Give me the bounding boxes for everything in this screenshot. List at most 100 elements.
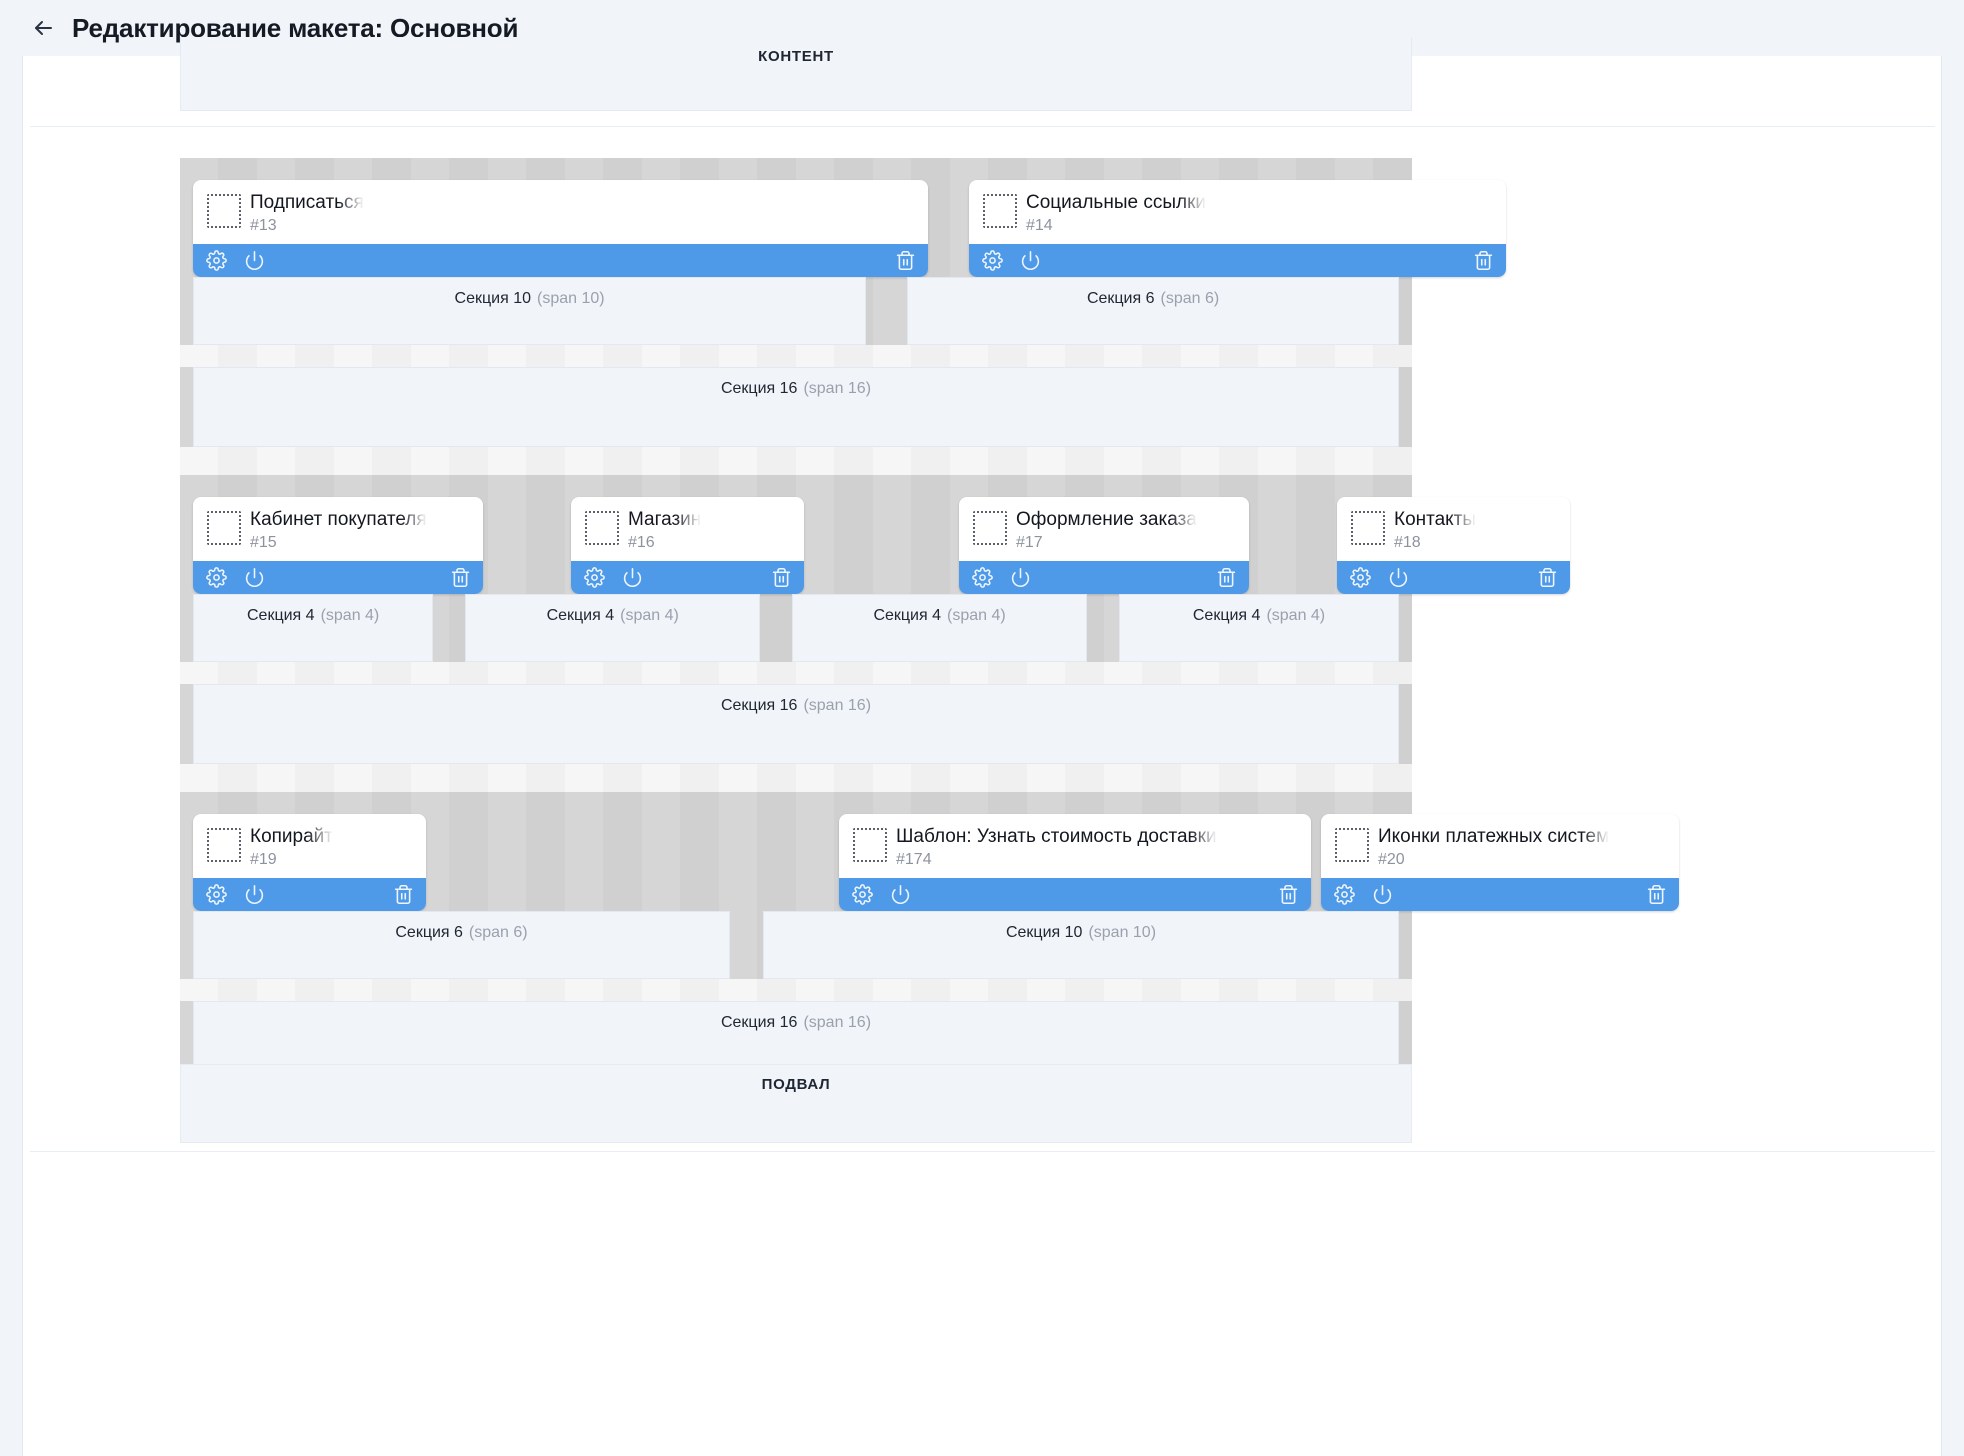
section-box[interactable]: Секция 4 (span 4) bbox=[465, 594, 761, 662]
gear-icon[interactable] bbox=[205, 884, 227, 906]
widget-toolbar bbox=[571, 561, 804, 594]
trash-icon[interactable] bbox=[449, 567, 471, 589]
gear-icon[interactable] bbox=[851, 884, 873, 906]
row-gap-strip bbox=[180, 979, 1412, 1001]
section-span: (span 4) bbox=[620, 607, 679, 624]
drag-handle-icon[interactable] bbox=[853, 828, 887, 862]
widget-id: #174 bbox=[896, 851, 932, 868]
section-name: Секция 16 bbox=[720, 1014, 798, 1031]
widget-card-body: Оформление заказа #17 bbox=[959, 497, 1249, 561]
power-icon[interactable] bbox=[1009, 567, 1031, 589]
widget-title: Иконки платежных систем bbox=[1378, 826, 1610, 847]
widget-toolbar bbox=[959, 561, 1249, 594]
gear-icon[interactable] bbox=[583, 567, 605, 589]
drag-handle-icon[interactable] bbox=[207, 511, 241, 545]
widget-card[interactable]: Подписаться #13 bbox=[193, 180, 928, 277]
widget-id: #20 bbox=[1378, 851, 1405, 868]
widget-title: Шаблон: Узнать стоимость доставки bbox=[896, 826, 1217, 847]
gear-icon[interactable] bbox=[971, 567, 993, 589]
section-line: Секция 6 (span 6) Секция 10 (span 10) bbox=[180, 911, 1412, 979]
drag-handle-icon[interactable] bbox=[585, 511, 619, 545]
section-name: Секция 4 bbox=[546, 607, 615, 624]
section-name: Секция 16 bbox=[720, 380, 798, 397]
section-box[interactable]: Секция 4 (span 4) bbox=[193, 594, 434, 662]
section-gutter bbox=[760, 594, 792, 662]
section-box[interactable]: Секция 16 (span 16) bbox=[193, 367, 1399, 447]
gear-icon[interactable] bbox=[205, 250, 227, 272]
section-box[interactable]: Секция 4 (span 4) bbox=[792, 594, 1088, 662]
section-box[interactable]: Секция 16 (span 16) bbox=[193, 684, 1399, 764]
power-icon[interactable] bbox=[1371, 884, 1393, 906]
widget-card[interactable]: Социальные ссылки #14 bbox=[969, 180, 1506, 277]
widget-card-body: Иконки платежных систем #20 bbox=[1321, 814, 1679, 878]
widget-card-line: Кабинет покупателя #15 bbox=[180, 497, 1570, 594]
section-box[interactable]: Секция 4 (span 4) bbox=[1119, 594, 1399, 662]
wide-section-line: Секция 16 (span 16) bbox=[180, 684, 1412, 764]
gear-icon[interactable] bbox=[1349, 567, 1371, 589]
section-span: (span 4) bbox=[947, 607, 1006, 624]
widget-card[interactable]: Копирайт #19 bbox=[193, 814, 426, 911]
widget-card[interactable]: Оформление заказа #17 bbox=[959, 497, 1249, 594]
layout-builder: Подписаться #13 bbox=[180, 158, 1679, 1081]
row-gap-strip bbox=[180, 662, 1412, 684]
power-icon[interactable] bbox=[243, 884, 265, 906]
widget-id: #16 bbox=[628, 534, 655, 551]
section-box[interactable]: Секция 10 (span 10) bbox=[193, 277, 867, 345]
drag-handle-icon[interactable] bbox=[207, 828, 241, 862]
widget-card[interactable]: Кабинет покупателя #15 bbox=[193, 497, 483, 594]
drag-handle-icon[interactable] bbox=[983, 194, 1017, 228]
power-icon[interactable] bbox=[243, 567, 265, 589]
widget-card-body: Социальные ссылки #14 bbox=[969, 180, 1506, 244]
widget-card[interactable]: Контакты #18 bbox=[1337, 497, 1570, 594]
trash-icon[interactable] bbox=[894, 250, 916, 272]
trash-icon[interactable] bbox=[392, 884, 414, 906]
row-top-padding bbox=[180, 158, 1412, 180]
divider-bottom bbox=[30, 1151, 1935, 1152]
trash-icon[interactable] bbox=[1536, 567, 1558, 589]
drag-handle-icon[interactable] bbox=[1335, 828, 1369, 862]
trash-icon[interactable] bbox=[1215, 567, 1237, 589]
arrow-left-icon[interactable] bbox=[30, 15, 56, 41]
widget-card-text: Шаблон: Узнать стоимость доставки #174 bbox=[896, 825, 1217, 870]
content-band-label: КОНТЕНТ bbox=[758, 48, 834, 65]
drag-handle-icon[interactable] bbox=[1351, 511, 1385, 545]
section-name: Секция 4 bbox=[247, 607, 315, 624]
trash-icon[interactable] bbox=[1277, 884, 1299, 906]
widget-toolbar bbox=[193, 244, 928, 277]
section-box[interactable]: Секция 6 (span 6) bbox=[907, 277, 1399, 345]
row-top-padding bbox=[180, 475, 1412, 497]
widget-card[interactable]: Шаблон: Узнать стоимость доставки #174 bbox=[839, 814, 1311, 911]
section-line: Секция 10 (span 10) Секция 6 (span 6) bbox=[180, 277, 1412, 345]
section-name: Секция 10 bbox=[1005, 924, 1083, 941]
widget-card-text: Социальные ссылки #14 bbox=[1026, 191, 1206, 236]
gear-icon[interactable] bbox=[205, 567, 227, 589]
widget-card[interactable]: Магазин #16 bbox=[571, 497, 804, 594]
section-span: (span 16) bbox=[803, 697, 872, 714]
widget-card-text: Оформление заказа #17 bbox=[1016, 508, 1197, 553]
section-name: Секция 4 bbox=[1192, 607, 1261, 624]
section-name: Секция 6 bbox=[1086, 290, 1155, 307]
power-icon[interactable] bbox=[243, 250, 265, 272]
widget-card-body: Подписаться #13 bbox=[193, 180, 928, 244]
widget-id: #17 bbox=[1016, 534, 1043, 551]
power-icon[interactable] bbox=[1019, 250, 1041, 272]
drag-handle-icon[interactable] bbox=[973, 511, 1007, 545]
gear-icon[interactable] bbox=[981, 250, 1003, 272]
power-icon[interactable] bbox=[889, 884, 911, 906]
section-box[interactable]: Секция 10 (span 10) bbox=[763, 911, 1399, 979]
section-box[interactable]: Секция 6 (span 6) bbox=[193, 911, 730, 979]
widget-card-line: Копирайт #19 bbox=[180, 814, 1679, 911]
power-icon[interactable] bbox=[1387, 567, 1409, 589]
section-span: (span 4) bbox=[1266, 607, 1326, 624]
power-icon[interactable] bbox=[621, 567, 643, 589]
trash-icon[interactable] bbox=[770, 567, 792, 589]
section-gutter bbox=[866, 277, 907, 345]
footer-band-label: ПОДВАЛ bbox=[761, 1076, 831, 1093]
widget-toolbar bbox=[969, 244, 1506, 277]
widget-card[interactable]: Иконки платежных систем #20 bbox=[1321, 814, 1679, 911]
drag-handle-icon[interactable] bbox=[207, 194, 241, 228]
trash-icon[interactable] bbox=[1472, 250, 1494, 272]
gear-icon[interactable] bbox=[1333, 884, 1355, 906]
trash-icon[interactable] bbox=[1645, 884, 1667, 906]
widget-title: Оформление заказа bbox=[1016, 509, 1197, 530]
